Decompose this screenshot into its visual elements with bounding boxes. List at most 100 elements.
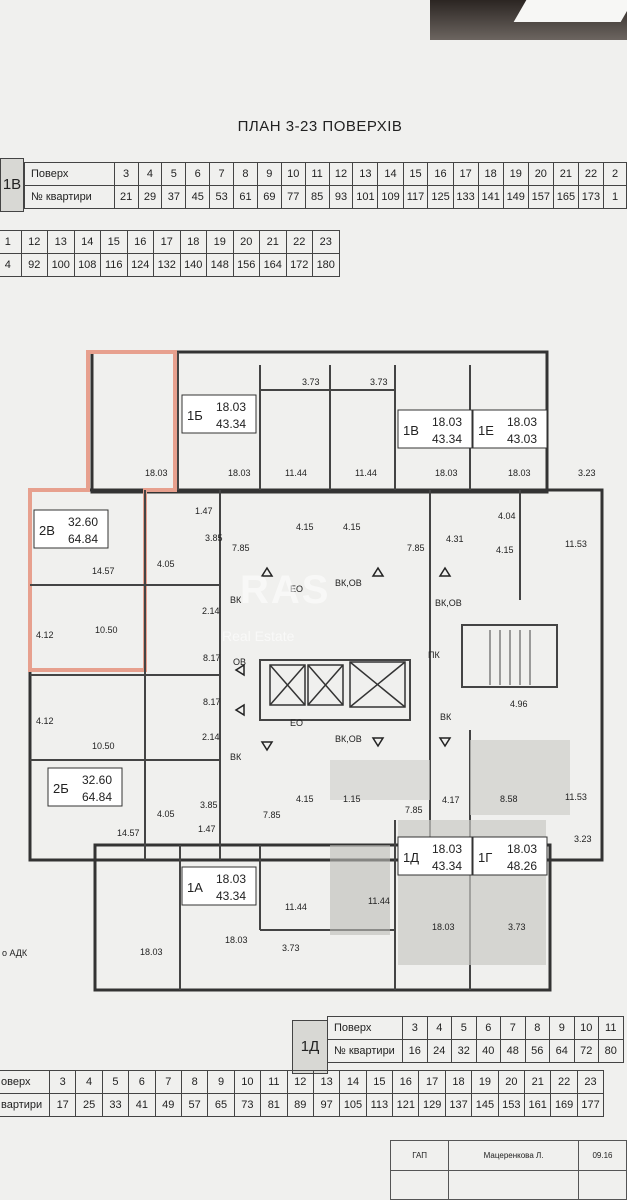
bottom_table_last-floor-cell: 13 — [312, 1070, 341, 1094]
tag-vk-2: ВК — [440, 712, 452, 722]
room-area-label: 10.50 — [92, 741, 115, 751]
apartment-living-area: 18.03 — [432, 415, 462, 429]
floor-label-1d: Поверх — [327, 1016, 403, 1040]
second-floor-cell: 13 — [47, 230, 75, 254]
top_table-apt-cell: 61 — [233, 185, 258, 209]
bottom_table_last-apt-cell: 153 — [497, 1093, 526, 1117]
second-floor-cell: 20 — [232, 230, 260, 254]
top_table-floor-cell: 13 — [352, 162, 379, 186]
room-area-label: 11.44 — [368, 896, 390, 906]
room-area-label: 11.53 — [565, 792, 587, 802]
bottom_table_1d-apt-cell: 56 — [524, 1039, 550, 1063]
apartment-total-area: 43.34 — [216, 417, 246, 431]
apt-label-1d: № квартири — [327, 1039, 403, 1063]
top_table-floor-cell: 4 — [137, 162, 163, 186]
room-area-label: 18.03 — [435, 468, 458, 478]
bottom_table_1d-floor-cell: 3 — [402, 1016, 428, 1040]
top_table-floor-cell: 6 — [185, 162, 211, 186]
bottom_table_1d-floor-cell: 4 — [426, 1016, 452, 1040]
apt-label-bottom: вартири — [0, 1093, 50, 1117]
bottom_table_last-apt-cell: 41 — [128, 1093, 156, 1117]
apartment-code: 1Г — [478, 850, 492, 865]
bottom_table_last-apt-cell: 121 — [392, 1093, 420, 1117]
room-area-label: 1.47 — [195, 506, 213, 516]
top_table-floor-cell: 5 — [161, 162, 187, 186]
bottom_table_last-apt-cell: 73 — [233, 1093, 262, 1117]
apartment-code: 1Е — [478, 423, 494, 438]
apartment-living-area: 18.03 — [216, 400, 246, 414]
room-area-label: 4.04 — [498, 511, 516, 521]
bottom_table_last-floor-cell: 15 — [365, 1070, 394, 1094]
top_table-floor-cell: 15 — [402, 162, 429, 186]
apartment-code: 1Д — [403, 850, 419, 865]
tag-vk-3: ВК — [230, 752, 242, 762]
bottom_table_last-floor-cell: 17 — [418, 1070, 446, 1094]
top_table-apt-cell: 93 — [328, 185, 354, 209]
apartment-code: 1Б — [187, 408, 203, 423]
room-area-label: 3.85 — [205, 533, 223, 543]
room-area-label: 11.44 — [285, 902, 307, 912]
apartment-total-area: 64.84 — [68, 532, 98, 546]
second-floor-cell: 18 — [179, 230, 207, 254]
bottom_table_last-apt-cell: 177 — [576, 1093, 605, 1117]
top_table-apt-cell: 85 — [304, 185, 330, 209]
second-apt-cell: 140 — [179, 253, 207, 277]
room-area-label: 10.50 — [95, 625, 118, 635]
second-apt-cell: 100 — [47, 253, 75, 277]
second-apt-cell: 92 — [20, 253, 48, 277]
bottom_table_last-apt-cell: 89 — [286, 1093, 314, 1117]
tag-adk: о АДК — [2, 948, 28, 958]
top_table-apt-cell: 173 — [577, 185, 605, 209]
bottom_table_last-floor-cell: 10 — [233, 1070, 262, 1094]
top_table-floor-cell: 2 — [603, 162, 627, 186]
wall-bottom-block — [93, 843, 552, 992]
room-area-label: 4.96 — [510, 699, 528, 709]
bottom_table_1d-floor-cell: 5 — [451, 1016, 477, 1040]
bottom_table_1d-apt-cell: 64 — [549, 1039, 575, 1063]
bottom_table_last-apt-cell: 145 — [471, 1093, 499, 1117]
room-area-label: 4.15 — [343, 522, 361, 532]
tag-vk-1: ВК — [230, 595, 242, 605]
second-floor-cell: 15 — [100, 230, 128, 254]
bottom_table_last-floor-cell: 16 — [392, 1070, 420, 1094]
top_table-floor-cell: 12 — [328, 162, 354, 186]
second-floor-cell: 21 — [259, 230, 287, 254]
bottom_table_last-apt-cell: 161 — [524, 1093, 552, 1117]
bottom_table_1d-floor-cell: 7 — [500, 1016, 526, 1040]
bottom_table_last-floor-cell: 14 — [339, 1070, 367, 1094]
second-floor-cell: 16 — [126, 230, 154, 254]
room-area-label: 1.47 — [198, 824, 216, 834]
bottom_table_1d-apt-cell: 40 — [475, 1039, 501, 1063]
stamp-role: ГАП — [389, 1140, 450, 1171]
top_table-floor-cell: 11 — [304, 162, 330, 186]
section-label-1d: 1Д — [292, 1020, 328, 1074]
watermark-logo: RAS — [240, 568, 331, 612]
stamp-name: Мацеренкова Л. — [448, 1140, 579, 1171]
top_table-apt-cell: 53 — [209, 185, 235, 209]
top_table-apt-cell: 45 — [185, 185, 211, 209]
bottom_table_1d-apt-cell: 16 — [402, 1039, 428, 1063]
apartment-total-area: 48.26 — [507, 859, 537, 873]
top_table-apt-cell: 77 — [280, 185, 306, 209]
stamp-date: 09.16 — [577, 1140, 627, 1171]
top_table-floor-cell: 19 — [502, 162, 529, 186]
room-area-label: 8.17 — [203, 697, 221, 707]
title-block-stamp: ГАП Мацеренкова Л. 09.16 — [389, 1140, 627, 1200]
bottom_table_last-apt-cell: 33 — [101, 1093, 130, 1117]
section-label-1v: 1В — [0, 158, 24, 212]
bottom_table_1d-apt-cell: 24 — [426, 1039, 452, 1063]
bottom_table_last-apt-cell: 25 — [75, 1093, 103, 1117]
top_table-apt-cell: 109 — [377, 185, 404, 209]
bottom_table_last-apt-cell: 97 — [312, 1093, 341, 1117]
room-area-label: 4.05 — [157, 559, 175, 569]
room-area-label: 3.73 — [508, 922, 526, 932]
watermark-text: Real Estate — [222, 628, 295, 644]
room-area-label: 7.85 — [263, 810, 281, 820]
apartment-code: 1В — [403, 423, 419, 438]
room-area-label: 3.73 — [370, 377, 388, 387]
room-area-label: 4.31 — [446, 534, 464, 544]
bottom_table_1d-apt-cell: 32 — [451, 1039, 477, 1063]
